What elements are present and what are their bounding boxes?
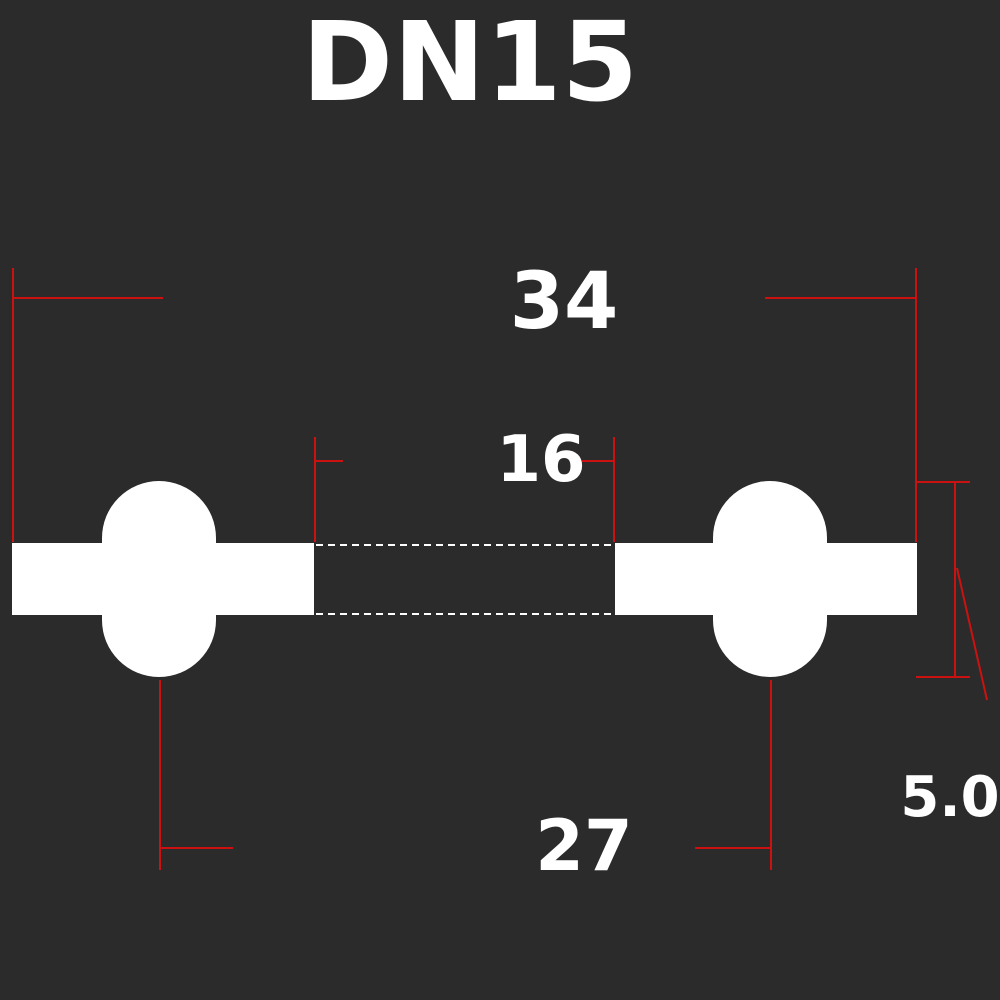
gasket-section [12, 481, 917, 677]
title: DN15 [302, 0, 638, 126]
left-bead [102, 481, 216, 677]
dimension-label-spacing: 27 [535, 805, 632, 887]
right-bead [713, 481, 827, 677]
dimension-label-thickness: 5.0 [900, 765, 999, 830]
bore-dashed-lines [316, 544, 613, 615]
dimension-label-inner: 16 [496, 423, 585, 497]
dimension-lines [12, 268, 988, 870]
dimension-label-outer: 34 [510, 257, 619, 347]
